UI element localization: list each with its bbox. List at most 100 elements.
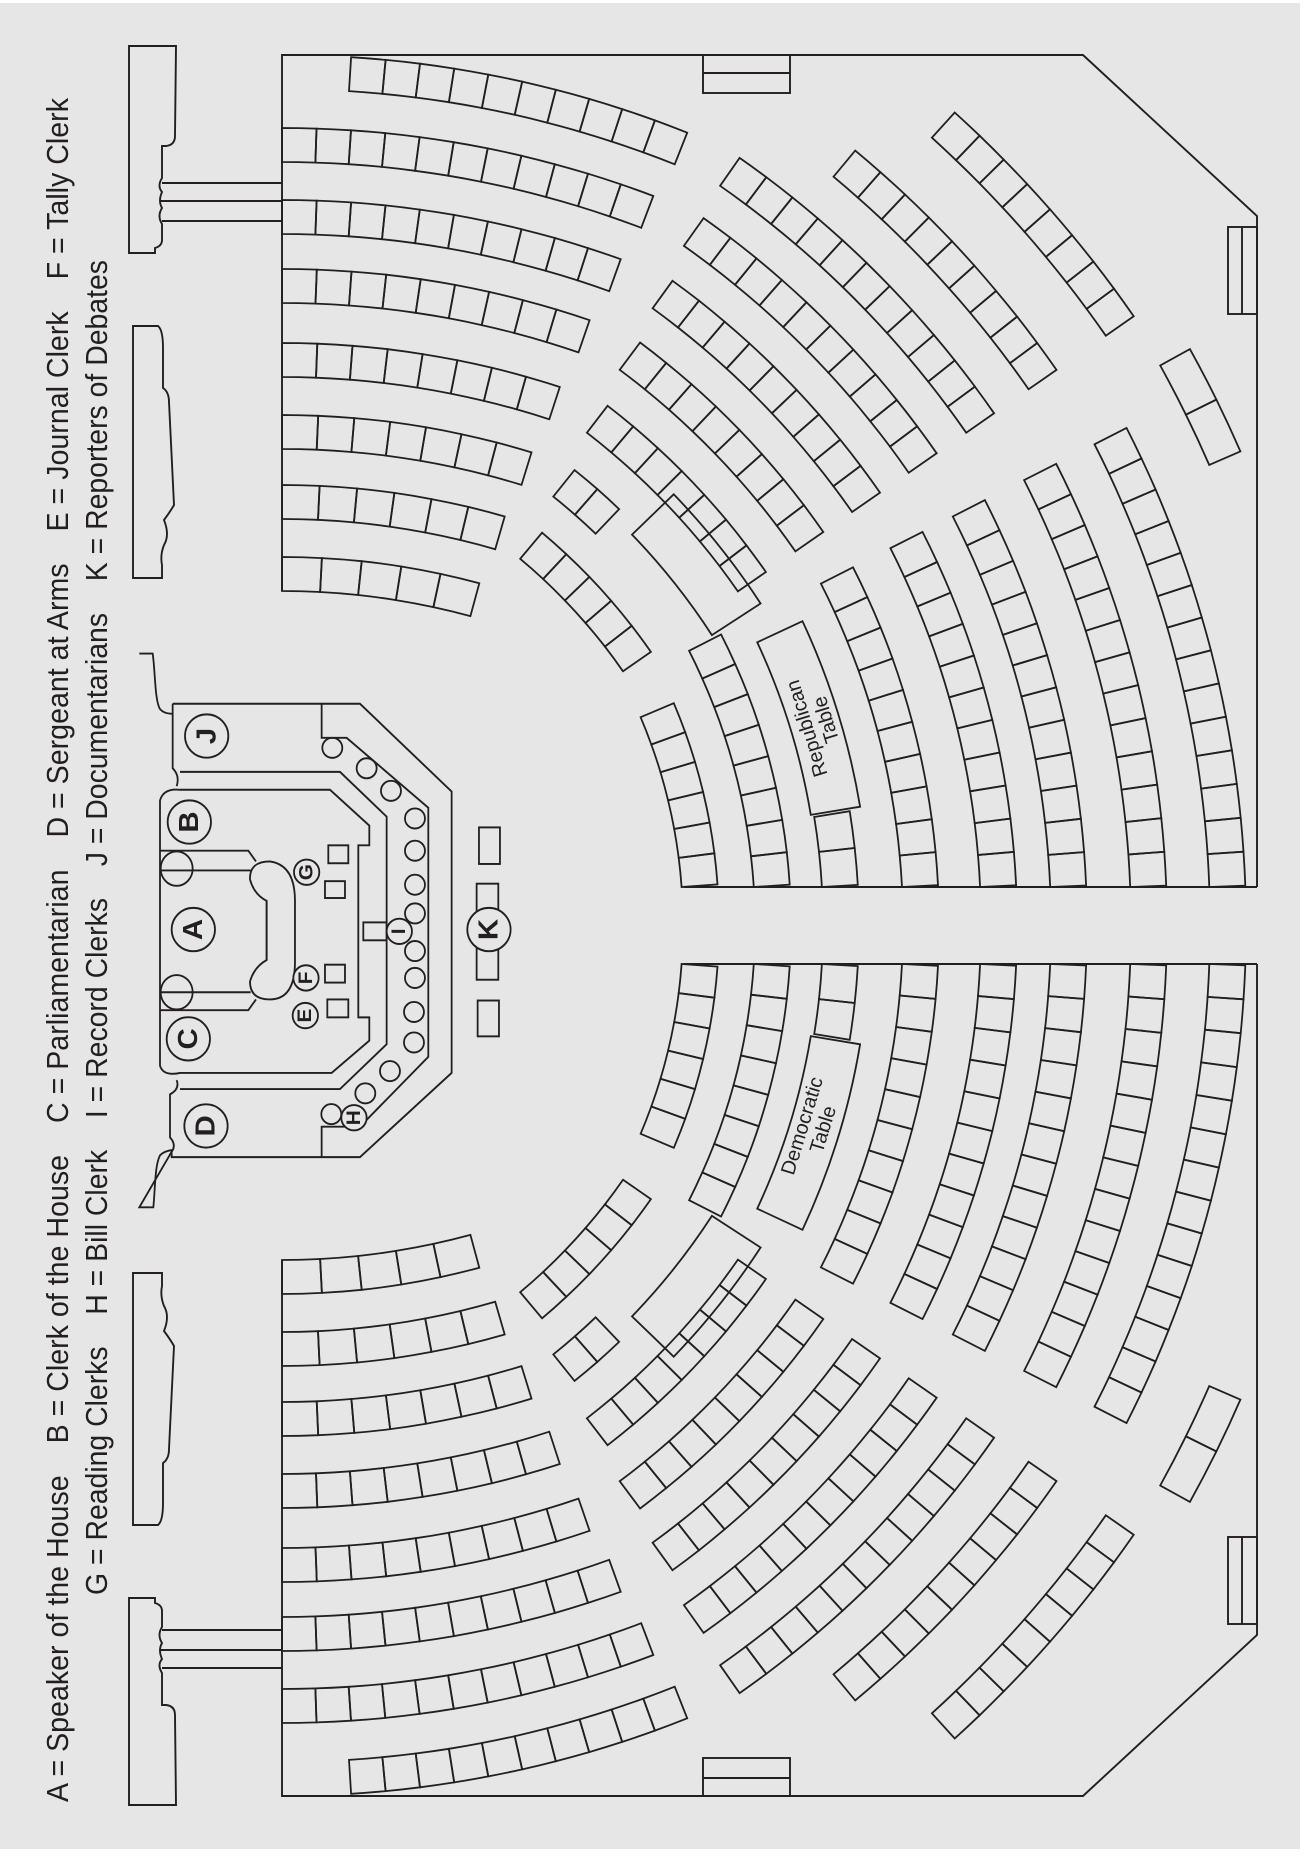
seat <box>603 624 653 673</box>
seat <box>432 572 481 618</box>
seat <box>1047 963 1088 1000</box>
seating-block <box>281 963 1247 1795</box>
seat <box>642 119 689 166</box>
marker-letter: F <box>295 972 316 985</box>
legend-item-k: K = Reporters of Debates <box>79 260 114 581</box>
seat <box>545 1497 591 1543</box>
legend-item-e: E = Journal Clerk <box>40 311 75 532</box>
seat <box>977 963 1018 1001</box>
side-lectern <box>132 325 175 579</box>
side-door <box>1227 1536 1258 1625</box>
clerk-seat <box>355 757 378 780</box>
seat <box>1127 963 1168 1001</box>
seat <box>977 850 1018 888</box>
reporters-desk <box>478 826 501 865</box>
seat <box>545 308 591 354</box>
clerk-seat <box>403 1000 425 1023</box>
chair-icon <box>159 850 194 887</box>
plan-background <box>0 3 1300 1849</box>
seat <box>573 1316 621 1364</box>
clerk-seat <box>379 1060 401 1083</box>
chamber-half-republican-side <box>128 45 1258 888</box>
marker-letter: C <box>173 1028 204 1049</box>
clerk-seat-row <box>320 736 426 1126</box>
rostrum-box-divider <box>320 703 430 1158</box>
clerk-desk <box>324 963 346 984</box>
seat <box>888 425 938 474</box>
seat <box>888 1377 938 1426</box>
legend-line-2: G = Reading Clerks H = Bill Clerk I = Re… <box>79 260 114 1595</box>
marker-circle <box>184 713 230 759</box>
marker-b: B <box>166 799 212 845</box>
clerk-seat <box>404 807 426 830</box>
rostrum-outer-tier <box>169 702 453 1159</box>
seat <box>1008 1460 1058 1510</box>
seat <box>750 851 791 888</box>
legend-item-a: A = Speaker of the House <box>40 1475 75 1802</box>
seat <box>1206 850 1247 888</box>
seat <box>832 1337 882 1387</box>
reporters-desk <box>476 999 500 1038</box>
seat <box>718 544 768 593</box>
clerk-seat <box>404 902 426 925</box>
marker-circle <box>292 964 320 992</box>
marker-c: C <box>165 1016 211 1062</box>
chair-icon <box>159 974 194 1011</box>
legend-line-1: A = Speaker of the House B = Clerk of th… <box>40 98 75 1802</box>
chamber-half-mirror <box>128 963 1258 1806</box>
seat <box>1008 341 1058 391</box>
seat <box>432 1233 481 1279</box>
seat <box>775 1298 825 1348</box>
clerk-seat <box>403 1031 425 1054</box>
seat <box>487 1364 533 1410</box>
marker-circle <box>466 906 512 953</box>
legend-item-i: I = Record Clerks <box>79 898 114 1118</box>
seating-block <box>281 56 1247 888</box>
seat <box>576 1558 622 1605</box>
marker-k: K <box>466 906 512 953</box>
seat <box>487 441 533 487</box>
marker-f: F <box>292 964 320 992</box>
seat <box>1206 963 1247 1001</box>
seat <box>775 503 825 553</box>
clerk-desk <box>324 880 346 899</box>
legend-item-b: B = Clerk of the House <box>40 1155 75 1443</box>
marker-h: H <box>340 1104 368 1132</box>
clerk-seat <box>380 779 402 802</box>
cloakroom-entrance <box>128 1597 282 1806</box>
marker-circle <box>291 1001 319 1030</box>
clerk-seat <box>404 873 426 896</box>
seat <box>832 464 882 514</box>
marker-i: I <box>385 917 413 945</box>
marker-circle <box>170 906 216 953</box>
clerk-seat <box>321 736 344 759</box>
seat <box>898 963 939 1000</box>
seat <box>459 505 506 551</box>
seat <box>642 1685 689 1732</box>
marker-circle <box>340 1104 368 1132</box>
republican-table <box>756 620 862 816</box>
seat <box>718 1258 768 1307</box>
seat <box>515 1430 561 1476</box>
marker-letter: K <box>474 918 505 940</box>
seat <box>608 183 655 229</box>
marker-a: A <box>170 906 216 953</box>
side-lectern <box>132 1272 175 1526</box>
seat <box>573 487 621 535</box>
cloakroom-entrance <box>128 45 282 254</box>
seat <box>1085 287 1135 337</box>
seat <box>677 852 719 888</box>
marker-letter: G <box>296 864 317 880</box>
side-table <box>630 1214 762 1358</box>
door <box>702 54 791 94</box>
seat <box>459 1300 506 1346</box>
rostrum-backdrop <box>137 652 175 1209</box>
seat <box>1127 850 1168 888</box>
seat <box>1184 398 1242 467</box>
door <box>702 1757 791 1797</box>
seat <box>946 1417 996 1466</box>
clerk-seat <box>354 1082 377 1105</box>
seat <box>818 963 859 1004</box>
